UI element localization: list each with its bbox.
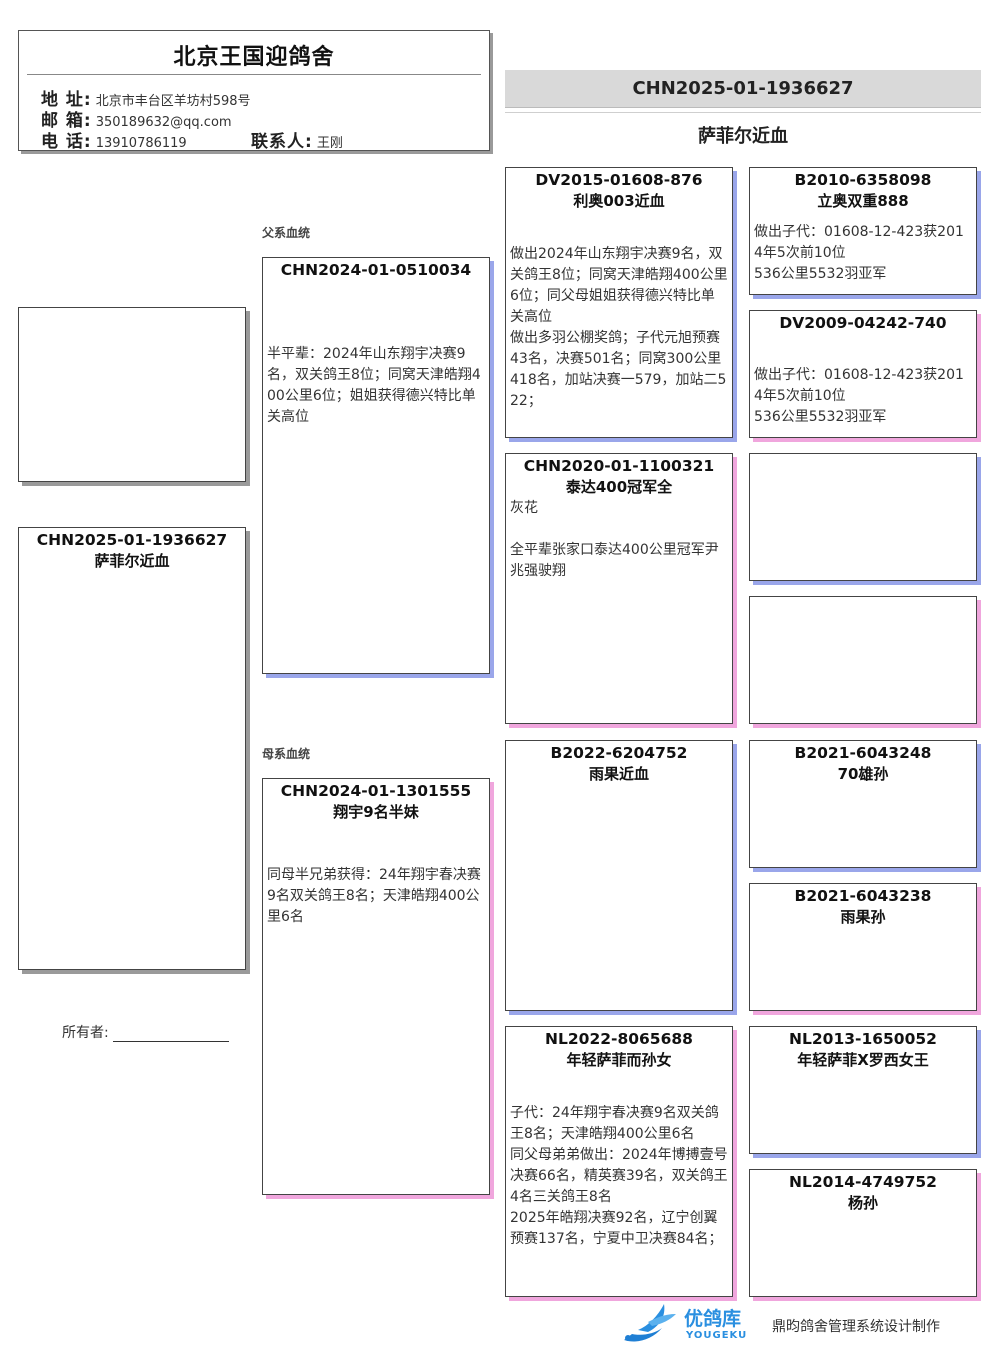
dam-dam-card: NL2022-8065688 年轻萨菲而孙女 子代：24年翔宇春决赛9名双关鸽王…: [505, 1026, 733, 1297]
dam-dam-sire-card: NL2013-1650052 年轻萨菲X罗西女王: [749, 1026, 977, 1154]
address-value: 北京市丰台区羊坊村598号: [95, 94, 251, 109]
ssd-ring: DV2009-04242-740: [779, 314, 947, 332]
dds-name: 年轻萨菲X罗西女王: [797, 1051, 929, 1069]
contact-label: 联系人:: [251, 132, 313, 152]
sire-dam-sire-card: [749, 453, 977, 581]
dss-name: 70雄孙: [837, 765, 889, 783]
sire-ring: CHN2024-01-0510034: [280, 261, 472, 279]
logo-cn-text: 优鸽库: [684, 1308, 742, 1330]
subject-ring: CHN2025-01-1936627: [36, 531, 228, 549]
sire-sire-card: DV2015-01608-876 利奥003近血 做出2024年山东翔宇决赛9名…: [505, 167, 733, 438]
dam-name: 翔宇9名半妹: [333, 803, 419, 821]
sire-line-label: 父系血统: [262, 226, 311, 240]
owner-label: 所有者:: [62, 1025, 109, 1041]
phone-label: 电 话:: [41, 132, 92, 152]
phone-value: 13910786119: [95, 136, 187, 151]
email-label: 邮 箱:: [41, 111, 92, 131]
loft-email-row: 邮 箱:350189632@qq.com: [41, 106, 232, 131]
dsd-name: 雨果孙: [840, 908, 886, 926]
sire-dam-name: 泰达400冠军全: [565, 478, 673, 496]
pigeon-photo-card: [18, 307, 246, 482]
pigeon-ring-banner: CHN2025-01-1936627: [505, 70, 981, 108]
banner-divider: [505, 112, 981, 113]
ssd-notes: 做出子代：01608-12-423获2014年5次前10位 536公里5532羽…: [754, 367, 964, 425]
sire-card: CHN2024-01-0510034 半平辈：2024年山东翔宇决赛9名，双关鸽…: [262, 257, 490, 674]
subject-pigeon-card: CHN2025-01-1936627 萨菲尔近血: [18, 527, 246, 970]
address-label: 地 址:: [41, 90, 92, 110]
subject-name: 萨菲尔近血: [94, 552, 170, 570]
dam-sire-name: 雨果近血: [588, 765, 649, 783]
sire-sire-name: 利奥003近血: [573, 192, 665, 210]
sire-dam-notes: 灰花 全平辈张家口泰达400公里冠军尹兆强驶翔: [510, 500, 719, 579]
dss-ring: B2021-6043248: [794, 744, 932, 762]
sire-dam-card: CHN2020-01-1100321 泰达400冠军全 灰花 全平辈张家口泰达4…: [505, 453, 733, 724]
sire-name: [263, 280, 489, 302]
dam-sire-ring: B2022-6204752: [550, 744, 688, 762]
sire-notes: 半平辈：2024年山东翔宇决赛9名，双关鸽王8位；同窝天津皓翔400公里6位；姐…: [267, 346, 481, 425]
owner-field: 所有者:: [62, 1022, 229, 1042]
footer-credit: 鼎昀鸽舍管理系统设计制作: [772, 1319, 940, 1335]
dam-notes: 同母半兄弟获得：24年翔宇春决赛9名双关鸽王8名；天津皓翔400公里6名: [267, 867, 481, 925]
sire-sire-notes: 做出2024年山东翔宇决赛9名，双关鸽王8位；同窝天津皓翔400公里6位；同父母…: [510, 246, 728, 409]
ddd-name: 杨孙: [847, 1194, 878, 1212]
sss-notes: 做出子代：01608-12-423获2014年5次前10位 536公里5532羽…: [754, 224, 964, 282]
dam-dam-dam-card: NL2014-4749752 杨孙: [749, 1169, 977, 1297]
ddd-ring: NL2014-4749752: [789, 1173, 937, 1191]
logo-en-text: YOUGEKU: [686, 1330, 748, 1341]
pigeon-logo-icon: [624, 1304, 676, 1342]
dam-card: CHN2024-01-1301555 翔宇9名半妹 同母半兄弟获得：24年翔宇春…: [262, 778, 490, 1195]
loft-address-row: 地 址:北京市丰台区羊坊村598号: [41, 85, 251, 110]
contact-group: 联系人:王刚: [251, 127, 343, 152]
dam-sire-sire-card: B2021-6043248 70雄孙: [749, 740, 977, 868]
pigeon-name-heading: 萨菲尔近血: [698, 126, 788, 147]
dam-line-label: 母系血统: [262, 747, 311, 761]
loft-name: 北京王国迎鸽舍: [173, 45, 335, 70]
dam-dam-ring: NL2022-8065688: [545, 1030, 693, 1048]
loft-info-card: 北京王国迎鸽舍 地 址:北京市丰台区羊坊村598号 邮 箱:350189632@…: [18, 30, 490, 152]
email-value: 350189632@qq.com: [95, 115, 232, 130]
dam-sire-card: B2022-6204752 雨果近血: [505, 740, 733, 1011]
dds-ring: NL2013-1650052: [789, 1030, 937, 1048]
dam-dam-notes: 子代：24年翔宇春决赛9名双关鸽王8名；天津皓翔400公里6名 同父母弟弟做出：…: [510, 1105, 728, 1247]
sire-sire-dam-card: DV2009-04242-740 做出子代：01608-12-423获2014年…: [749, 310, 977, 438]
contact-value: 王刚: [316, 136, 343, 151]
ssd-name: [750, 333, 976, 355]
sss-ring: B2010-6358098: [794, 171, 932, 189]
sire-dam-ring: CHN2020-01-1100321: [523, 457, 715, 475]
sire-sire-ring: DV2015-01608-876: [535, 171, 703, 189]
dsd-ring: B2021-6043238: [794, 887, 932, 905]
yougeku-logo: 优鸽库 YOUGEKU: [618, 1300, 758, 1348]
dam-ring: CHN2024-01-1301555: [280, 782, 472, 800]
dam-dam-name: 年轻萨菲而孙女: [566, 1051, 672, 1069]
owner-signature-line: [112, 1027, 229, 1042]
dam-sire-dam-card: B2021-6043238 雨果孙: [749, 883, 977, 1011]
loft-divider: [27, 74, 481, 75]
loft-phone-row: 电 话:13910786119 联系人:王刚: [41, 127, 481, 152]
sss-name: 立奥双重888: [817, 192, 909, 210]
sire-sire-sire-card: B2010-6358098 立奥双重888 做出子代：01608-12-423获…: [749, 167, 977, 295]
sire-dam-dam-card: [749, 596, 977, 724]
